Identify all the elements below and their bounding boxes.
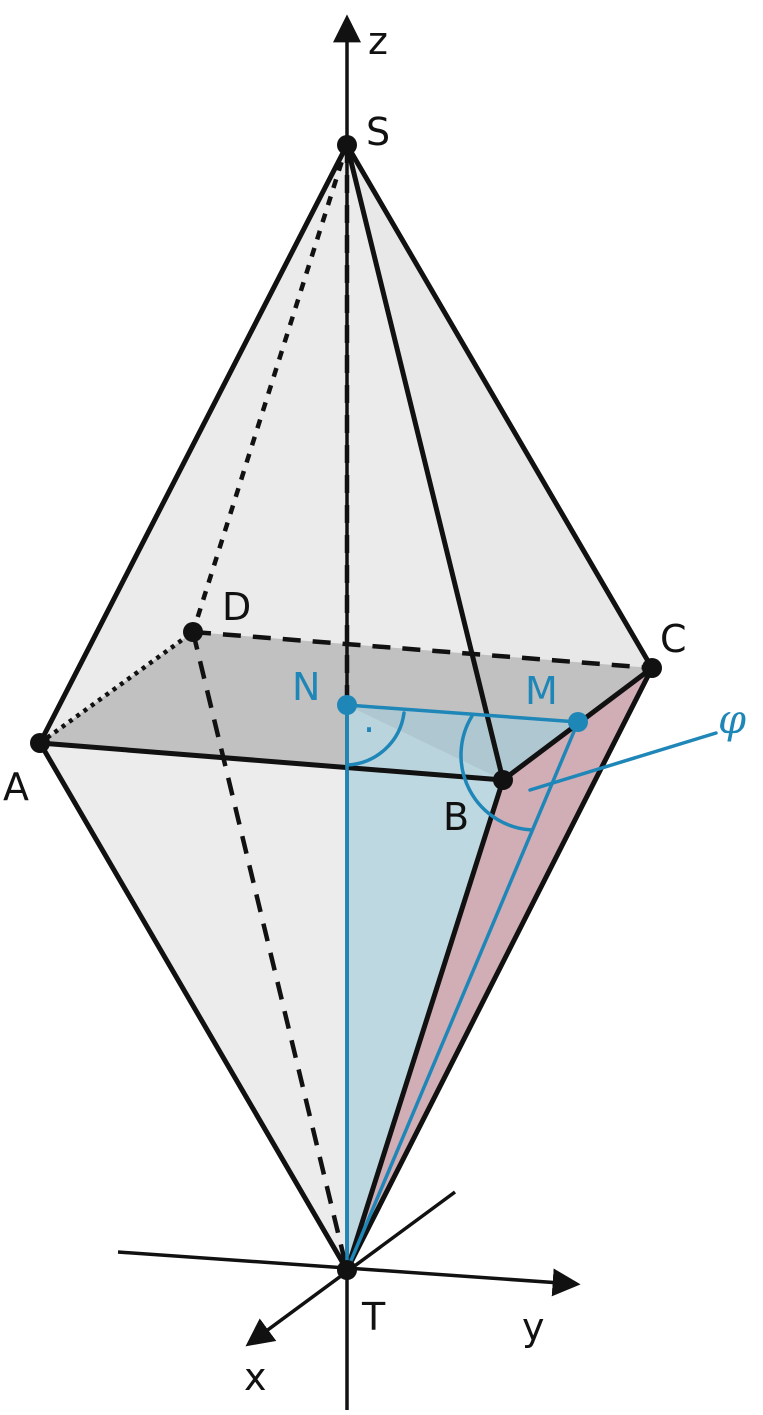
angle-phi-arc: [459, 714, 534, 832]
point-D: [183, 622, 203, 642]
edge-AB: [37, 740, 506, 783]
label-T: T: [361, 1295, 386, 1339]
label-S: S: [366, 110, 390, 154]
edge-SA: [37, 142, 350, 746]
point-S: [337, 135, 357, 155]
edge-DT: [190, 631, 350, 1271]
label-D: D: [222, 585, 251, 629]
edge-SB: [344, 142, 506, 783]
label-N: N: [292, 665, 320, 709]
label-phi: φ: [718, 697, 746, 743]
point-T: [337, 1260, 357, 1280]
points: [30, 135, 662, 1280]
point-B: [493, 770, 513, 790]
face-SBC: [347, 145, 652, 780]
label-z: z: [368, 19, 388, 63]
edge-DC: [192, 629, 653, 671]
label-B: B: [443, 795, 469, 839]
segment-MT: [345, 720, 580, 1272]
face-SAB: [40, 145, 503, 780]
point-M: [568, 712, 588, 732]
right-angle-arc: [345, 711, 406, 767]
point-A: [30, 733, 50, 753]
triangle-TNB: [347, 705, 503, 1270]
right-angle-dot: ·: [363, 708, 375, 752]
point-C: [642, 658, 662, 678]
labels: z S D C A B T y x N M φ ·: [3, 19, 746, 1399]
edge-SC: [344, 142, 655, 671]
label-C: C: [660, 617, 687, 661]
construction-lines: [345, 703, 718, 1272]
label-x: x: [244, 1355, 267, 1399]
label-M: M: [525, 669, 558, 713]
segment-NM: [345, 703, 580, 724]
point-N: [337, 695, 357, 715]
phi-pointer: [528, 731, 718, 792]
edge-BT: [344, 777, 506, 1273]
label-A: A: [3, 765, 29, 809]
edge-SD: [190, 144, 350, 633]
hidden-edges: [38, 144, 653, 1271]
label-y: y: [522, 1305, 545, 1349]
edge-AT: [37, 740, 350, 1273]
